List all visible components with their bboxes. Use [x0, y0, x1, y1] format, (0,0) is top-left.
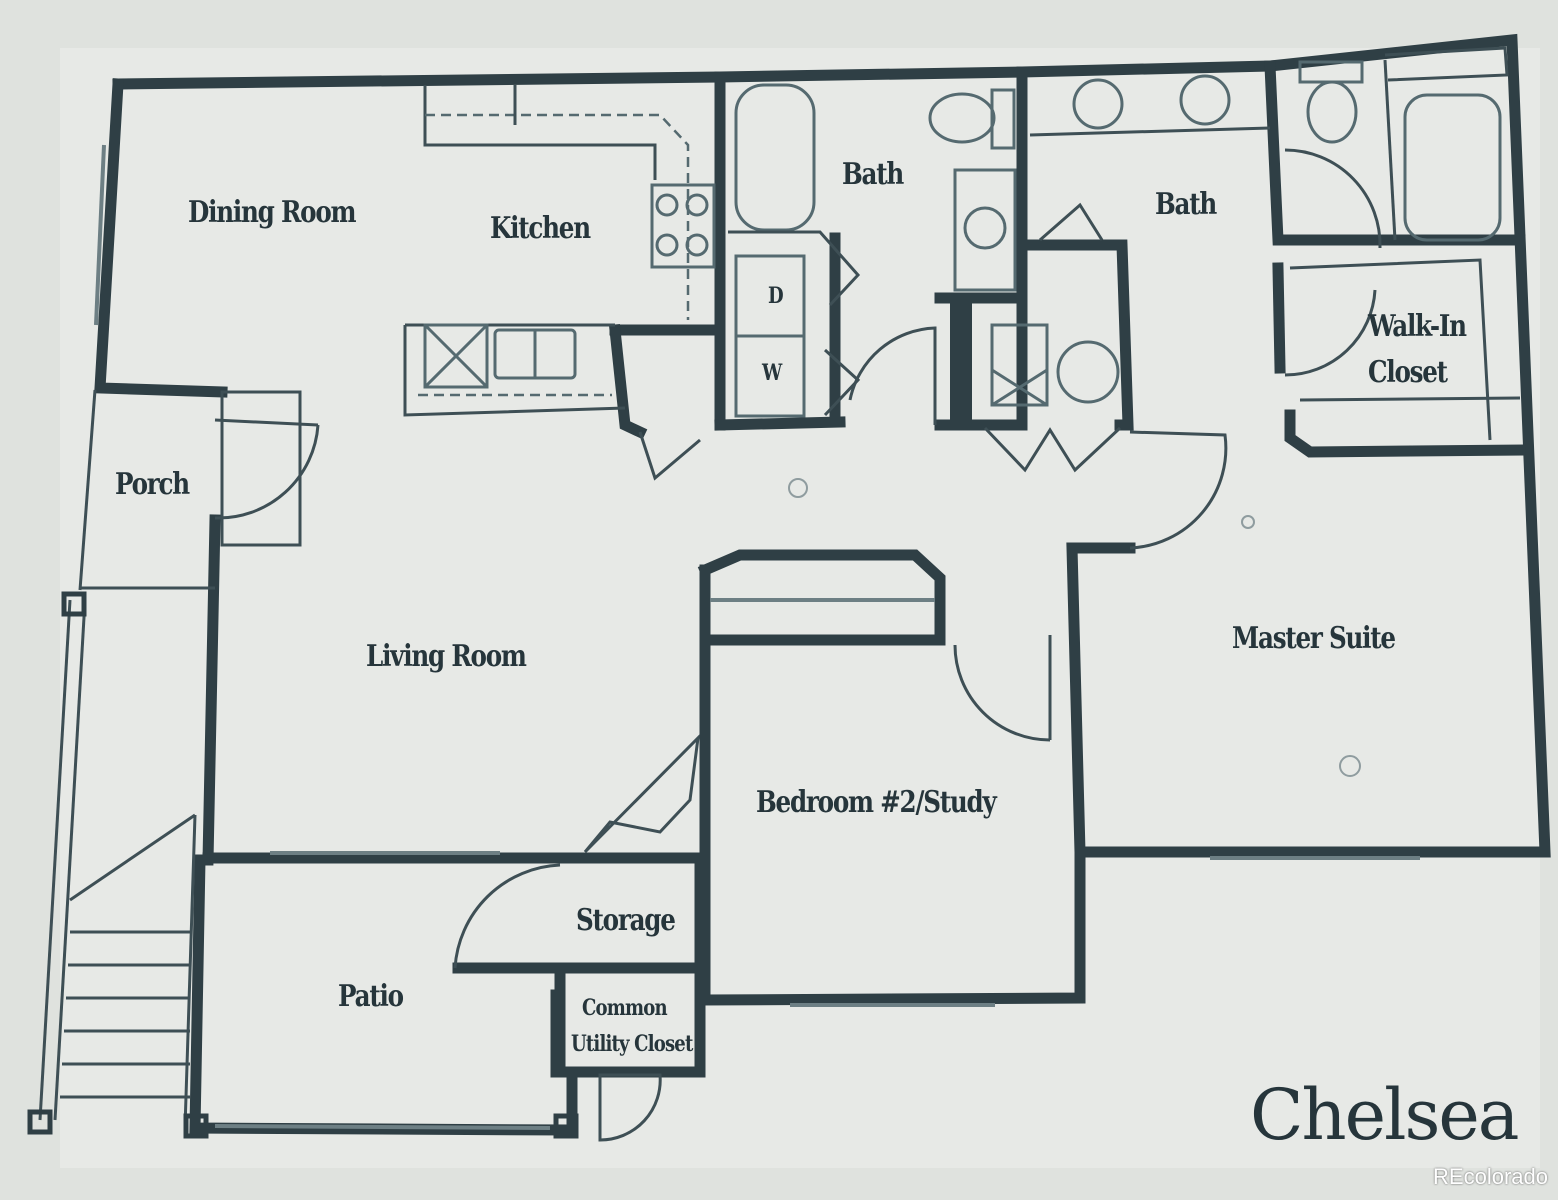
room-label-walk-in-closet-line1: Walk-In: [1368, 309, 1467, 344]
dryer-label: D: [768, 283, 784, 309]
room-label-bedroom-2: Bedroom #2/Study: [756, 785, 997, 820]
room-label-dining-room: Dining Room: [188, 195, 357, 230]
kitchen-fixtures: [403, 85, 716, 417]
washer-label: W: [762, 360, 783, 386]
porch-structure: [78, 389, 320, 591]
door-swings: [453, 430, 1228, 1142]
walk-in-closet-structure: [1284, 258, 1521, 441]
exterior-stairs: [27, 586, 579, 1139]
room-label-storage: Storage: [576, 903, 676, 938]
marker-dot: [1339, 755, 1361, 777]
laundry-fixtures: [638, 323, 1122, 481]
marker-dot: [788, 478, 808, 498]
room-label-porch: Porch: [115, 467, 190, 502]
room-label-utility-line2: Utility Closet: [571, 1031, 693, 1057]
right-bath-fixtures: [1029, 46, 1509, 249]
plan-title: Chelsea: [1250, 1074, 1520, 1156]
column-post: [553, 1113, 579, 1139]
room-label-master-suite: Master Suite: [1232, 621, 1396, 656]
column-post: [183, 1113, 209, 1139]
marker-dot: [1241, 515, 1255, 529]
left-bath-fixtures: [728, 83, 1017, 425]
room-label-walk-in-closet-line2: Closet: [1368, 355, 1448, 390]
column-post: [61, 591, 87, 617]
column-post: [27, 1109, 53, 1135]
room-label-utility-line1: Common: [582, 995, 668, 1021]
interior-walls: [202, 60, 1526, 1136]
room-label-living-room: Living Room: [366, 639, 527, 674]
windows: [94, 144, 1420, 1130]
room-label-patio: Patio: [338, 979, 404, 1014]
room-label-bath-right: Bath: [1155, 187, 1217, 222]
room-label-bath-left: Bath: [842, 157, 904, 192]
watermark-text: REcolorado: [1433, 1164, 1548, 1189]
room-label-kitchen: Kitchen: [490, 211, 591, 246]
